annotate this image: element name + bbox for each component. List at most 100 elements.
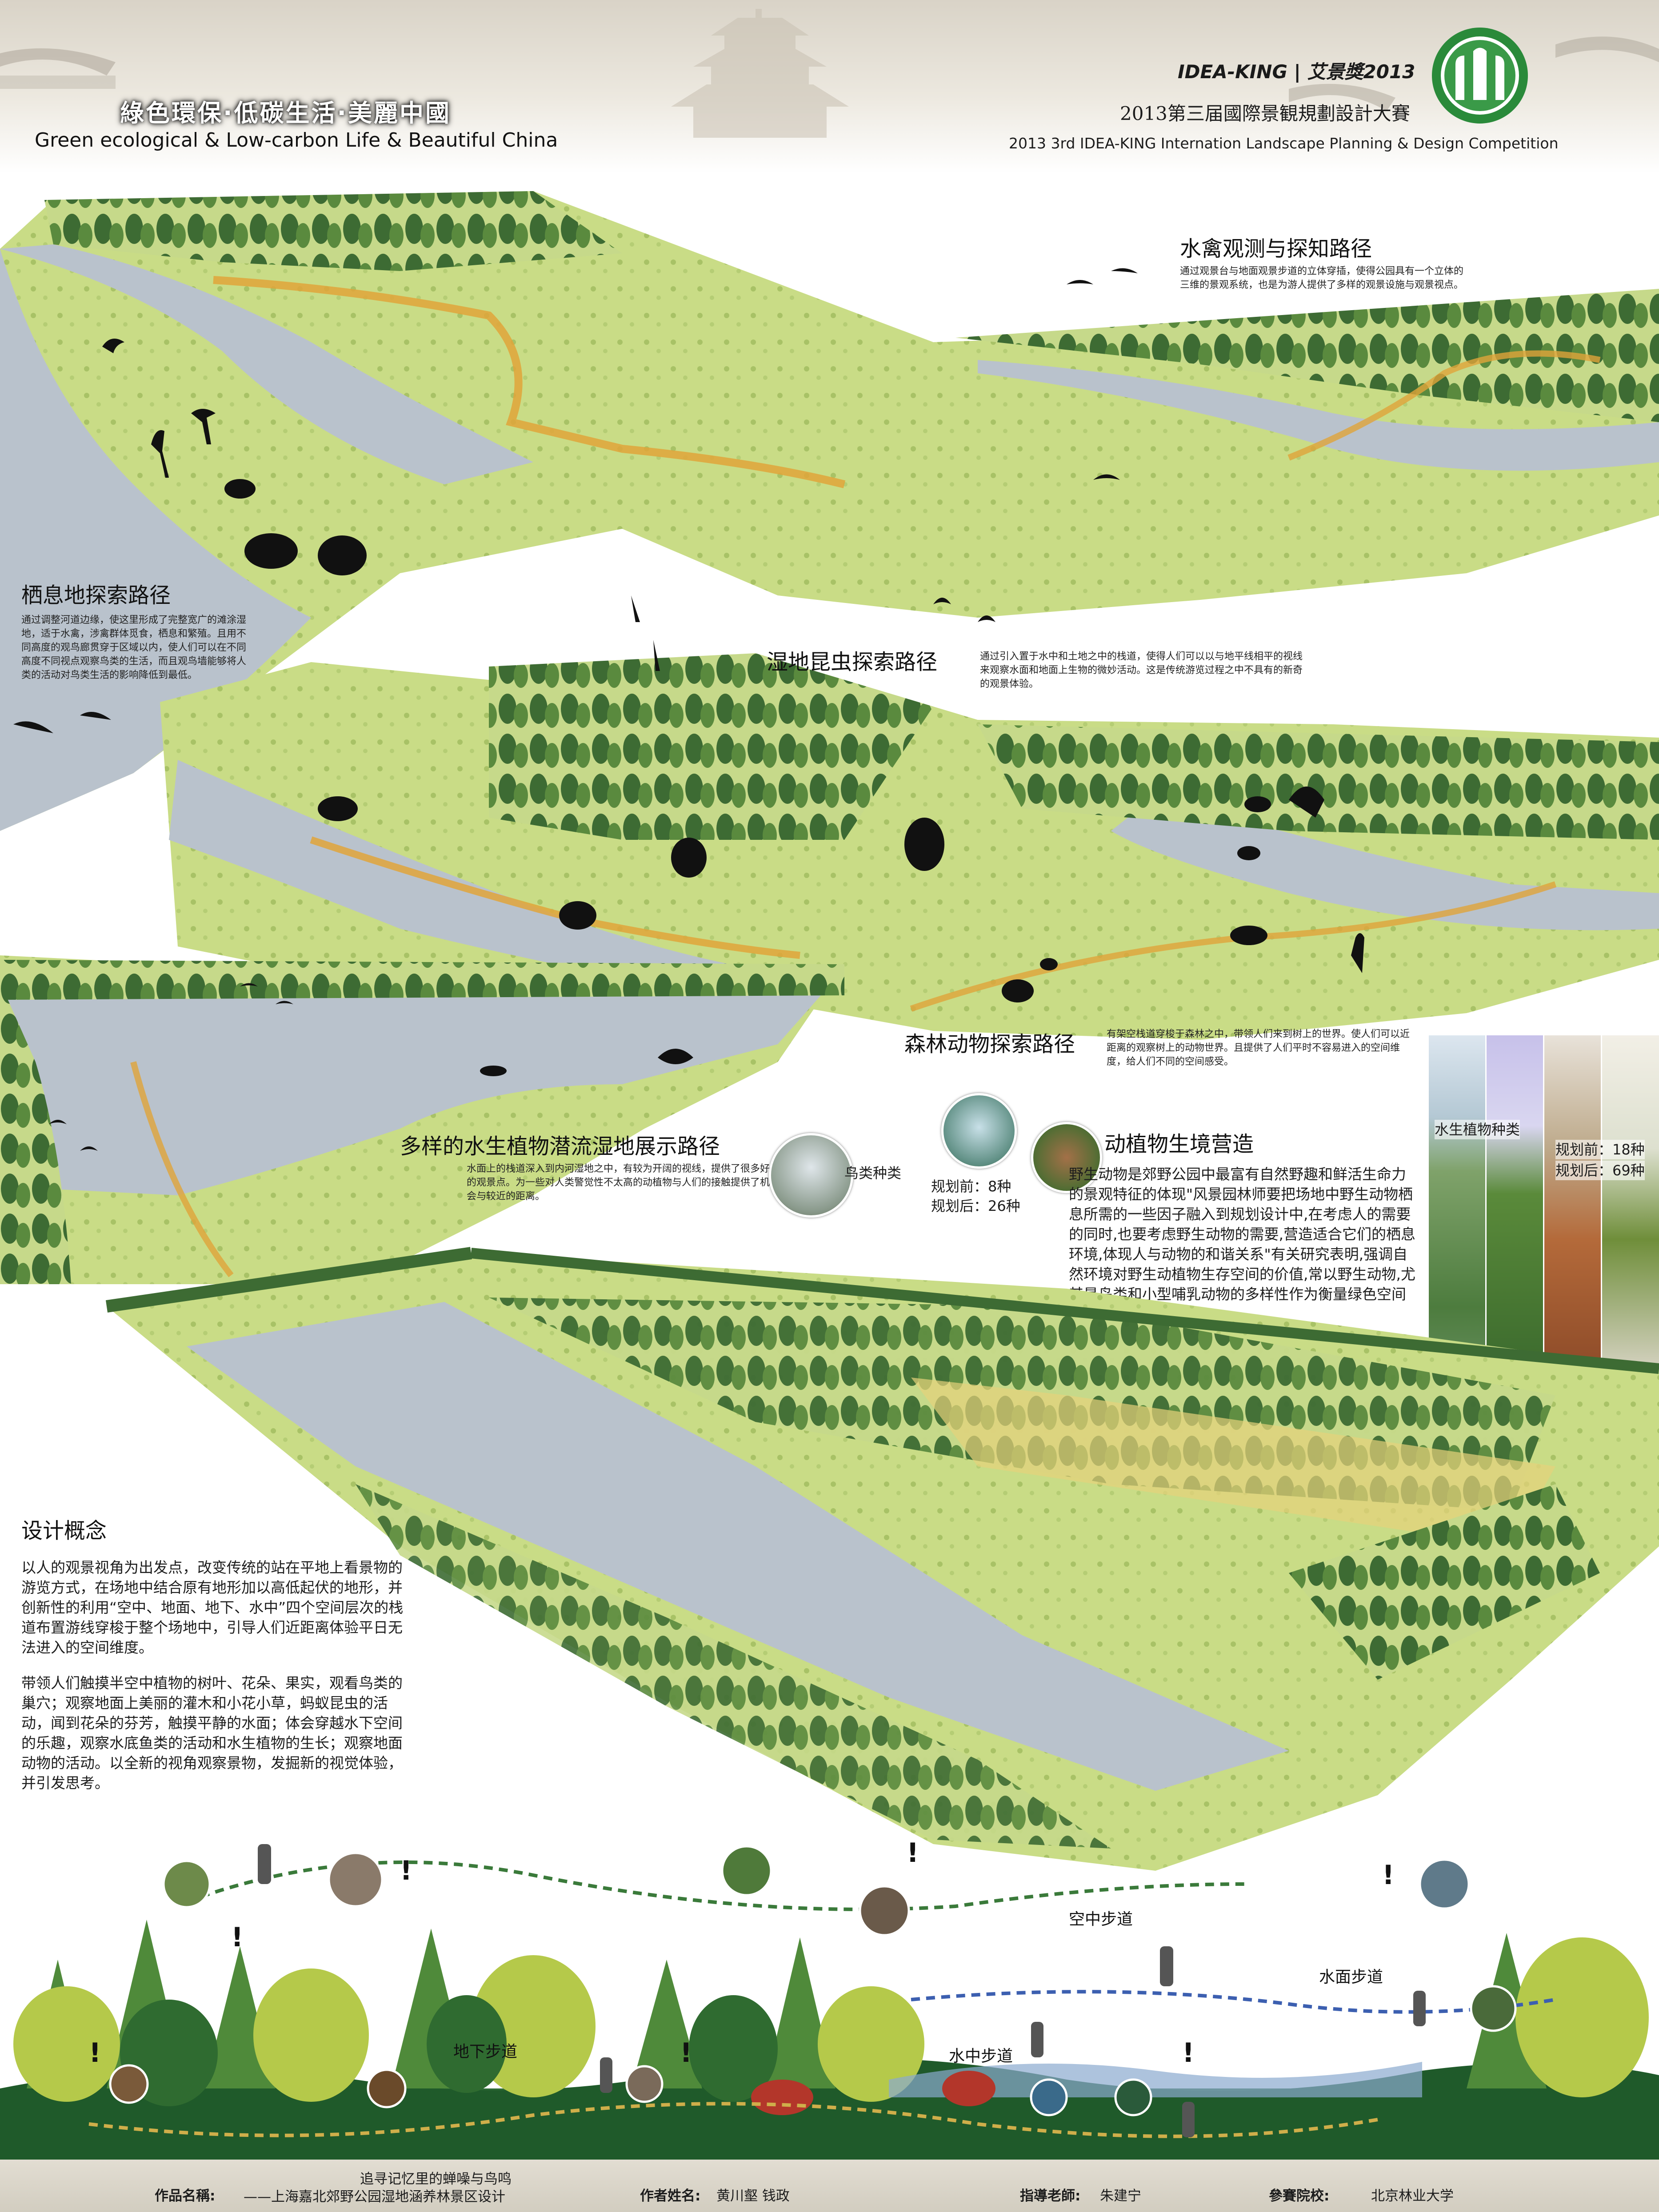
brand-title: IDEA-KING | 艾景獎2013 bbox=[1178, 61, 1415, 83]
header-banner bbox=[0, 0, 1659, 173]
header-background-art bbox=[0, 9, 1659, 138]
bird-species-after: 规划后：26种 bbox=[931, 1198, 1020, 1214]
eagle-icon bbox=[80, 712, 111, 720]
flying-bird-icon bbox=[1111, 268, 1138, 273]
eagle-icon bbox=[13, 721, 53, 733]
bird-icon bbox=[102, 339, 124, 353]
insect-path-title: 湿地昆虫探索路径 bbox=[767, 650, 938, 675]
aquatic-path-text: 水面上的栈道深入到内河湿地之中，有较为开阔的视线，提供了很多好的观景点。为一些对… bbox=[467, 1163, 770, 1202]
habitat-building-text: 野生动物是郊野公园中最富有自然野趣和鲜活生命力的景观特征的体现"风景园林师要把场… bbox=[1069, 1166, 1415, 1323]
waterfowl-path-title: 水禽观测与探知路径 bbox=[1180, 236, 1372, 261]
path-section-illustration: ! ! ! ! ! ! ! bbox=[0, 1837, 1659, 2160]
rabbit-icon bbox=[671, 838, 707, 878]
cormorant-icon bbox=[1289, 787, 1324, 818]
work-title-line-1: 追寻记忆里的蝉噪与鸟鸣 bbox=[360, 2171, 512, 2187]
svg-text:!: ! bbox=[231, 1922, 243, 1953]
person-icon bbox=[1182, 2102, 1195, 2137]
snail-icon bbox=[559, 901, 596, 930]
water-surface-path-label: 水面步道 bbox=[1319, 1968, 1383, 1986]
teacher-label: 指導老師: bbox=[1020, 2188, 1081, 2204]
butterfly-icon bbox=[658, 1049, 693, 1064]
underwater-path-label: 水中步道 bbox=[949, 2047, 1013, 2065]
person-icon bbox=[1031, 2022, 1043, 2057]
inset-photo bbox=[367, 2068, 407, 2108]
svg-text:!: ! bbox=[1382, 1860, 1394, 1891]
inset-photo bbox=[328, 1852, 384, 1908]
person-icon bbox=[258, 1844, 271, 1884]
flying-bird-icon bbox=[240, 983, 293, 1004]
inset-photo bbox=[1114, 2078, 1152, 2116]
heron-icon bbox=[151, 430, 169, 478]
underground-path-line bbox=[88, 2102, 1378, 2138]
school-name: 北京林业大学 bbox=[1371, 2188, 1454, 2204]
goose-icon bbox=[318, 535, 367, 575]
inset-photo bbox=[859, 1885, 910, 1936]
design-concept-title: 设计概念 bbox=[21, 1518, 107, 1543]
bird-species-photo bbox=[769, 1133, 853, 1218]
cormorant-icon bbox=[1093, 474, 1120, 480]
habitat-building-title: 动植物生境营造 bbox=[1104, 1132, 1254, 1157]
duck-icon bbox=[244, 533, 298, 569]
rabbit-icon bbox=[1002, 979, 1034, 1002]
waterfowl-path-text: 通过观景台与地面观景步道的立体穿插，使得公园具有一个立体的三维的景观系统，也是为… bbox=[1180, 266, 1464, 291]
author-label: 作者姓名: bbox=[640, 2188, 701, 2204]
forest-path-title: 森林动物探索路径 bbox=[904, 1032, 1075, 1057]
crane-icon bbox=[1351, 933, 1364, 973]
swan-icon bbox=[480, 1066, 507, 1076]
competition-title-chinese: 2013第三届國際景観規劃設計大賽 bbox=[1120, 103, 1410, 124]
svg-text:!: ! bbox=[680, 2037, 692, 2068]
swan-icon bbox=[224, 479, 256, 499]
wetland-bird-photo bbox=[941, 1093, 1017, 1169]
svg-text:!: ! bbox=[400, 1855, 412, 1886]
insect-photo bbox=[1031, 1122, 1102, 1193]
mouse-icon bbox=[1040, 958, 1058, 970]
aquatic-path-title: 多样的水生植物潜流湿地展示路径 bbox=[400, 1134, 720, 1159]
slogan-chinese: 綠色環保·低碳生活·美麗中國 bbox=[120, 99, 452, 127]
forest-path-text: 有架空栈道穿梭于森林之中，带领人们来到树上的世界。使人们可以近距离的观察树上的动… bbox=[1107, 1029, 1410, 1067]
work-name-label: 作品名稱: bbox=[155, 2188, 216, 2204]
bird-species-label: 鸟类种类 bbox=[844, 1165, 902, 1182]
author-names: 黄川壑 钱政 bbox=[716, 2188, 790, 2204]
person-icon bbox=[600, 2057, 612, 2093]
bird-icon bbox=[1244, 796, 1271, 812]
competition-logo bbox=[1432, 28, 1528, 124]
underground-path-label: 地下步道 bbox=[453, 2043, 518, 2061]
butterfly-icon bbox=[933, 598, 995, 622]
habitat-path-title: 栖息地探索路径 bbox=[21, 583, 171, 608]
inset-photo bbox=[1030, 2078, 1068, 2116]
design-concept-para-2: 带领人们触摸半空中植物的树叶、花朵、果实，观看鸟类的巢穴；观察地面上美丽的灌木和… bbox=[21, 1674, 403, 1792]
work-title-line-2: ——上海嘉北郊野公园湿地涵养林景区设计 bbox=[244, 2189, 505, 2205]
crane-icon bbox=[191, 409, 216, 444]
inset-photo bbox=[1470, 1985, 1517, 2032]
bird-species-before: 规划前：8种 bbox=[931, 1178, 1011, 1195]
slogan-english: Green ecological & Low-carbon Life & Bea… bbox=[35, 129, 558, 152]
inset-photo bbox=[625, 2065, 664, 2103]
credits-footer bbox=[0, 2160, 1659, 2212]
design-concept-para-1: 以人的观景视角为出发点，改变传统的站在平地上看景物的游览方式，在场地中结合原有地… bbox=[21, 1559, 404, 1656]
competition-title-english: 2013 3rd IDEA-KING Internation Landscape… bbox=[1009, 135, 1559, 152]
flying-bird-icon bbox=[1067, 280, 1093, 284]
aquatic-plant-after: 规划后：69种 bbox=[1555, 1161, 1645, 1180]
aquatic-plant-before: 规划前：18种 bbox=[1555, 1140, 1645, 1159]
inset-photo bbox=[1419, 1858, 1470, 1910]
school-label: 參賽院校: bbox=[1269, 2188, 1330, 2204]
master-plan-aerial bbox=[105, 1247, 1659, 1871]
inset-photo bbox=[162, 1860, 211, 1909]
person-icon bbox=[1413, 1991, 1426, 2026]
butterfly-icon bbox=[49, 1120, 98, 1151]
teacher-name: 朱建宁 bbox=[1100, 2188, 1141, 2204]
water-surface-path-line bbox=[911, 1990, 1556, 2014]
turtle-icon bbox=[318, 796, 358, 821]
inset-photo bbox=[721, 1845, 772, 1897]
inset-photo bbox=[109, 2064, 149, 2104]
svg-text:!: ! bbox=[89, 2037, 101, 2068]
habitat-path-text: 通过调整河道边缘，使这里形成了完整宽广的滩涂湿地，适于水禽，涉禽群体觅食，栖息和… bbox=[21, 615, 247, 681]
dragonfly-icon bbox=[631, 595, 660, 671]
aquatic-plant-label: 水生植物种类 bbox=[1435, 1120, 1520, 1139]
svg-text:!: ! bbox=[1182, 2037, 1194, 2068]
air-path-label: 空中步道 bbox=[1069, 1910, 1133, 1929]
bird-icon bbox=[1237, 846, 1260, 860]
svg-text:!: ! bbox=[907, 1837, 919, 1869]
hedgehog-icon bbox=[1230, 926, 1267, 945]
beaver-icon bbox=[904, 818, 944, 871]
